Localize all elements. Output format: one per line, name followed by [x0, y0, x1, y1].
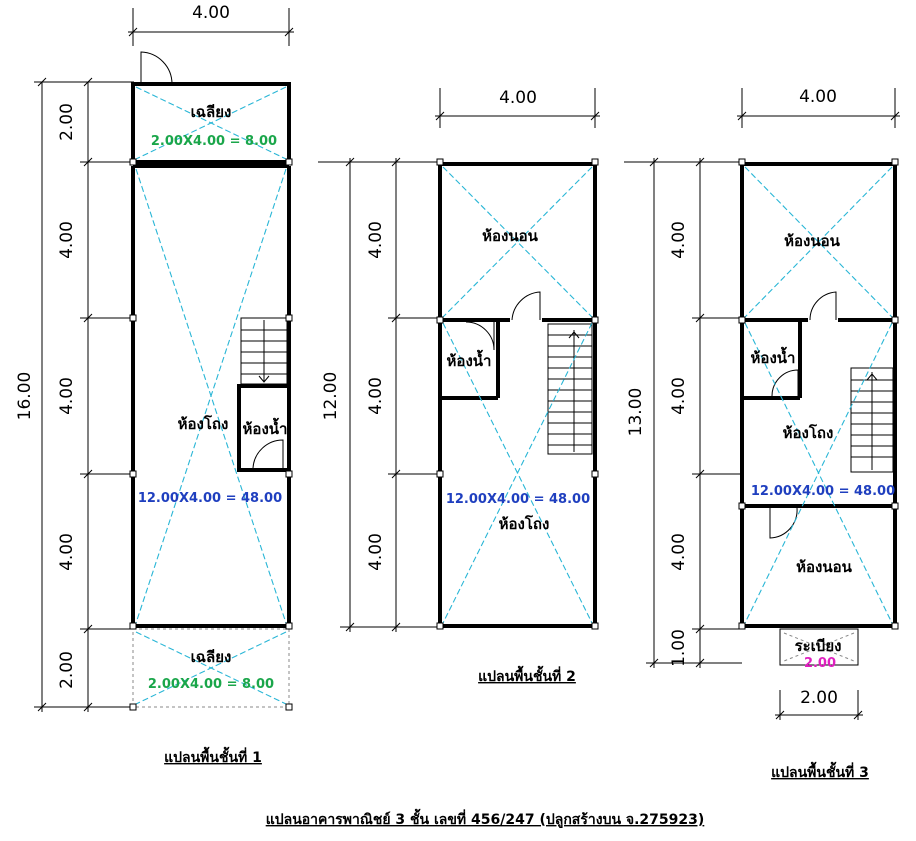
- floor1-room-porch-bottom: เฉลียง: [191, 648, 232, 666]
- floor1-seg-1: 2.00: [57, 103, 77, 141]
- floor3-balcony-width: 2.00: [800, 688, 838, 708]
- floor3-width-label: 4.00: [799, 87, 837, 107]
- floor1-seg-3: 4.00: [57, 377, 77, 415]
- floor1-total-label: 16.00: [15, 372, 35, 421]
- floor3-room-bedroom-top: ห้องนอน: [784, 232, 840, 250]
- floor2-width-label: 4.00: [499, 88, 537, 108]
- floor2-seg-1: 4.00: [366, 221, 386, 259]
- floor3-area-main: 12.00X4.00 = 48.00: [751, 484, 895, 499]
- drawing-title: แปลนอาคารพาณิชย์ 3 ชั้น เลขที่ 456/247 (…: [266, 808, 705, 828]
- floor3-seg-3: 4.00: [669, 533, 689, 571]
- floor1-room-bathroom: ห้องน้ำ: [243, 417, 288, 438]
- floor3-room-bathroom: ห้องน้ำ: [751, 346, 796, 367]
- floor3-total-label: 13.00: [626, 388, 646, 437]
- floor1-room-living: ห้องโถง: [178, 414, 229, 433]
- floor3-plan: 4.00 13.00 4.00 4.00 4.00 1.00: [624, 87, 900, 781]
- floor1-seg-4: 4.00: [57, 533, 77, 571]
- floor3-area-balcony: 2.00: [804, 656, 836, 671]
- floor2-area-main: 12.00X4.00 = 48.00: [446, 492, 590, 507]
- floor2-seg-3: 4.00: [366, 533, 386, 571]
- floor1-plan: 4.00 16.00 2.00 4.00 4.00 4.00 2.00: [15, 3, 294, 766]
- floor1-caption: แปลนพื้นชั้นที่ 1: [164, 746, 262, 766]
- floor1-area-porch-top: 2.00X4.00 = 8.00: [151, 134, 277, 149]
- floor1-seg-5: 2.00: [57, 651, 77, 689]
- floor1-area-porch-bottom: 2.00X4.00 = 8.00: [148, 677, 274, 692]
- floor3-seg-1: 4.00: [669, 221, 689, 259]
- floor2-plan: 4.00 12.00 4.00 4.00 4.00: [318, 88, 600, 685]
- floor2-room-bathroom: ห้องน้ำ: [447, 349, 492, 370]
- floor3-caption: แปลนพื้นชั้นที่ 3: [771, 761, 869, 781]
- floor3-room-bedroom-bottom: ห้องนอน: [796, 558, 852, 576]
- floor1-room-porch-top: เฉลียง: [191, 103, 232, 121]
- floor2-room-living: ห้องโถง: [499, 514, 550, 533]
- floor2-total-label: 12.00: [321, 372, 341, 421]
- floor2-caption: แปลนพื้นชั้นที่ 2: [478, 665, 576, 685]
- floor3-room-balcony: ระเบียง: [795, 637, 842, 655]
- floor1-seg-2: 4.00: [57, 221, 77, 259]
- floor2-room-bedroom: ห้องนอน: [482, 227, 538, 245]
- floor2-seg-2: 4.00: [366, 377, 386, 415]
- floor3-seg-4: 1.00: [669, 629, 689, 667]
- floor3-room-living: ห้องโถง: [783, 423, 834, 442]
- floor1-width-label: 4.00: [192, 3, 230, 23]
- floor1-area-main: 12.00X4.00 = 48.00: [138, 491, 282, 506]
- floor3-seg-2: 4.00: [669, 377, 689, 415]
